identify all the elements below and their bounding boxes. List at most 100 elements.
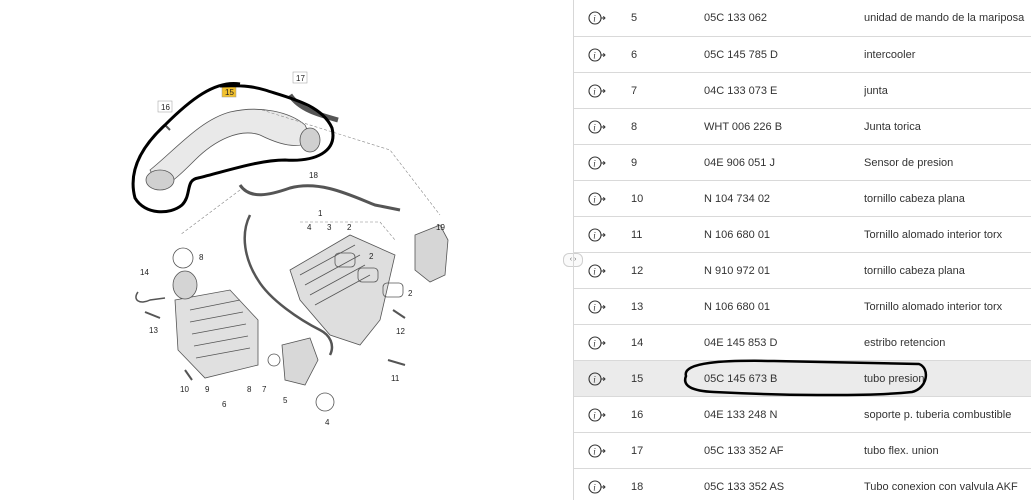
info-icon-cell[interactable]: i [574,72,620,109]
info-icon-cell[interactable]: i [574,108,620,145]
info-arrow-icon[interactable]: i [588,119,606,135]
position-cell: 8 [620,108,704,145]
callout-5: 5 [283,396,288,405]
callout-16: 16 [161,103,170,112]
description-cell: Tubo conexion con valvula AKF [864,468,1031,500]
info-arrow-icon[interactable]: i [588,47,606,63]
info-arrow-icon[interactable]: i [588,335,606,351]
callout-4b: 4 [325,418,330,427]
svg-text:i: i [593,122,596,132]
info-icon-cell[interactable]: i [574,432,620,469]
svg-text:i: i [593,158,596,168]
position-cell: 17 [620,432,704,469]
part-number-cell: N 104 734 02 [704,180,864,217]
callout-18: 18 [309,171,318,180]
position-cell: 14 [620,324,704,361]
part-number-cell: 05C 145 785 D [704,36,864,73]
callout-9: 9 [205,385,210,394]
info-icon-cell[interactable]: i [574,288,620,325]
callout-10: 10 [180,385,189,394]
position-cell: 5 [620,0,704,37]
info-arrow-icon[interactable]: i [588,191,606,207]
part-number-cell: WHT 006 226 B [704,108,864,145]
callout-7: 7 [262,385,267,394]
callout-14: 14 [140,268,149,277]
part-number-cell: N 106 680 01 [704,216,864,253]
svg-text:i: i [593,302,596,312]
info-icon-cell[interactable]: i [574,396,620,433]
position-cell: 9 [620,144,704,181]
throttle-body-part [281,337,319,386]
description-cell: Tornillo alomado interior torx [864,288,1031,325]
info-arrow-icon[interactable]: i [588,155,606,171]
description-cell: soporte p. tuberia combustible [864,396,1031,433]
svg-text:i: i [593,266,596,276]
description-cell: junta [864,72,1031,109]
info-arrow-icon[interactable]: i [588,299,606,315]
callout-15: 15 [225,88,234,97]
callout-13: 13 [149,326,158,335]
info-arrow-icon[interactable]: i [588,443,606,459]
callout-8b: 8 [247,385,252,394]
callout-2a: 2 [347,223,352,232]
svg-text:i: i [593,446,596,456]
position-cell: 15 [620,360,704,397]
info-icon-cell[interactable]: i [574,0,620,37]
info-arrow-icon[interactable]: i [588,479,606,495]
info-icon-cell[interactable]: i [574,252,620,289]
callout-2b: 2 [369,252,374,261]
part-number-cell: 04E 133 248 N [704,396,864,433]
part-number-cell: 04C 133 073 E [704,72,864,109]
info-icon-cell[interactable]: i [574,360,620,397]
info-icon-cell[interactable]: i [574,216,620,253]
position-cell: 13 [620,288,704,325]
part-number-cell: N 910 972 01 [704,252,864,289]
part-number-cell: 04E 145 853 D [704,324,864,361]
part-number-cell: 05C 133 352 AS [704,468,864,500]
svg-text:i: i [593,86,596,96]
description-cell: tubo presion [864,360,1031,397]
info-icon-cell[interactable]: i [574,468,620,500]
info-arrow-icon[interactable]: i [588,407,606,423]
description-cell: estribo retencion [864,324,1031,361]
callout-12: 12 [396,327,405,336]
info-icon-cell[interactable]: i [574,36,620,73]
info-icon-cell[interactable]: i [574,324,620,361]
info-arrow-icon[interactable]: i [588,227,606,243]
part-number-cell: 05C 133 352 AF [704,432,864,469]
description-cell: unidad de mando de la mariposa [864,0,1031,37]
svg-text:i: i [593,230,596,240]
callout-6: 6 [222,400,227,409]
position-cell: 12 [620,252,704,289]
callout-11: 11 [391,374,400,383]
description-cell: Sensor de presion [864,144,1031,181]
callout-8a: 8 [199,253,204,262]
description-cell: intercooler [864,36,1031,73]
intercooler-part [174,289,259,379]
position-cell: 6 [620,36,704,73]
description-cell: Junta torica [864,108,1031,145]
info-arrow-icon[interactable]: i [588,371,606,387]
info-arrow-icon[interactable]: i [588,10,606,26]
info-arrow-icon[interactable]: i [588,263,606,279]
position-cell: 11 [620,216,704,253]
callout-1: 1 [318,209,323,218]
info-icon-cell[interactable]: i [574,180,620,217]
info-icon-cell[interactable]: i [574,144,620,181]
info-arrow-icon[interactable]: i [588,83,606,99]
